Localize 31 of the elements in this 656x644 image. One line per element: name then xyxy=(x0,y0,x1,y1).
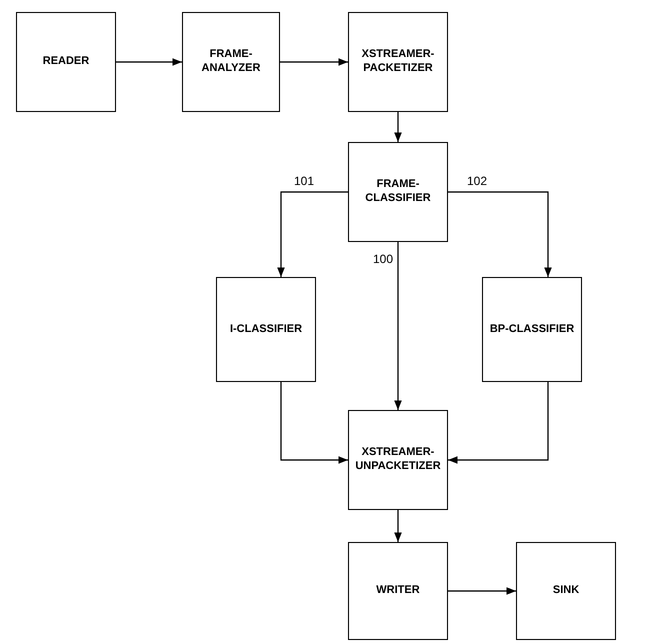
arrow xyxy=(448,587,516,595)
process-box xyxy=(182,12,280,112)
process-box xyxy=(348,542,448,640)
box-label: BP-CLASSIFIER xyxy=(490,322,574,336)
arrow xyxy=(394,112,402,142)
arrow xyxy=(280,58,348,66)
arrow xyxy=(277,191,348,277)
edge-label: 102 xyxy=(466,174,488,188)
process-box xyxy=(216,277,316,382)
box-label: I-CLASSIFIER xyxy=(230,322,302,336)
process-box xyxy=(348,142,448,242)
process-box xyxy=(482,277,582,382)
box-label: FRAME-ANALYZER xyxy=(200,48,262,76)
arrow xyxy=(448,191,552,277)
box-label: XSTREAMER-PACKETIZER xyxy=(360,48,436,76)
box-label: FRAME-CLASSIFIER xyxy=(364,178,432,206)
box-label: XSTREAMER-UNPACKETIZER xyxy=(354,446,442,474)
process-box xyxy=(348,410,448,510)
edge-label: 100 xyxy=(372,252,394,266)
process-box xyxy=(348,12,448,112)
arrow xyxy=(280,382,348,464)
box-label: READER xyxy=(42,55,90,69)
arrow xyxy=(394,242,402,410)
arrow xyxy=(394,510,402,542)
box-label: WRITER xyxy=(376,584,420,598)
process-box xyxy=(516,542,616,640)
arrow xyxy=(448,382,549,464)
edge-label: 101 xyxy=(293,174,316,188)
arrow xyxy=(116,58,182,66)
box-label: SINK xyxy=(552,584,580,598)
process-box xyxy=(16,12,116,112)
